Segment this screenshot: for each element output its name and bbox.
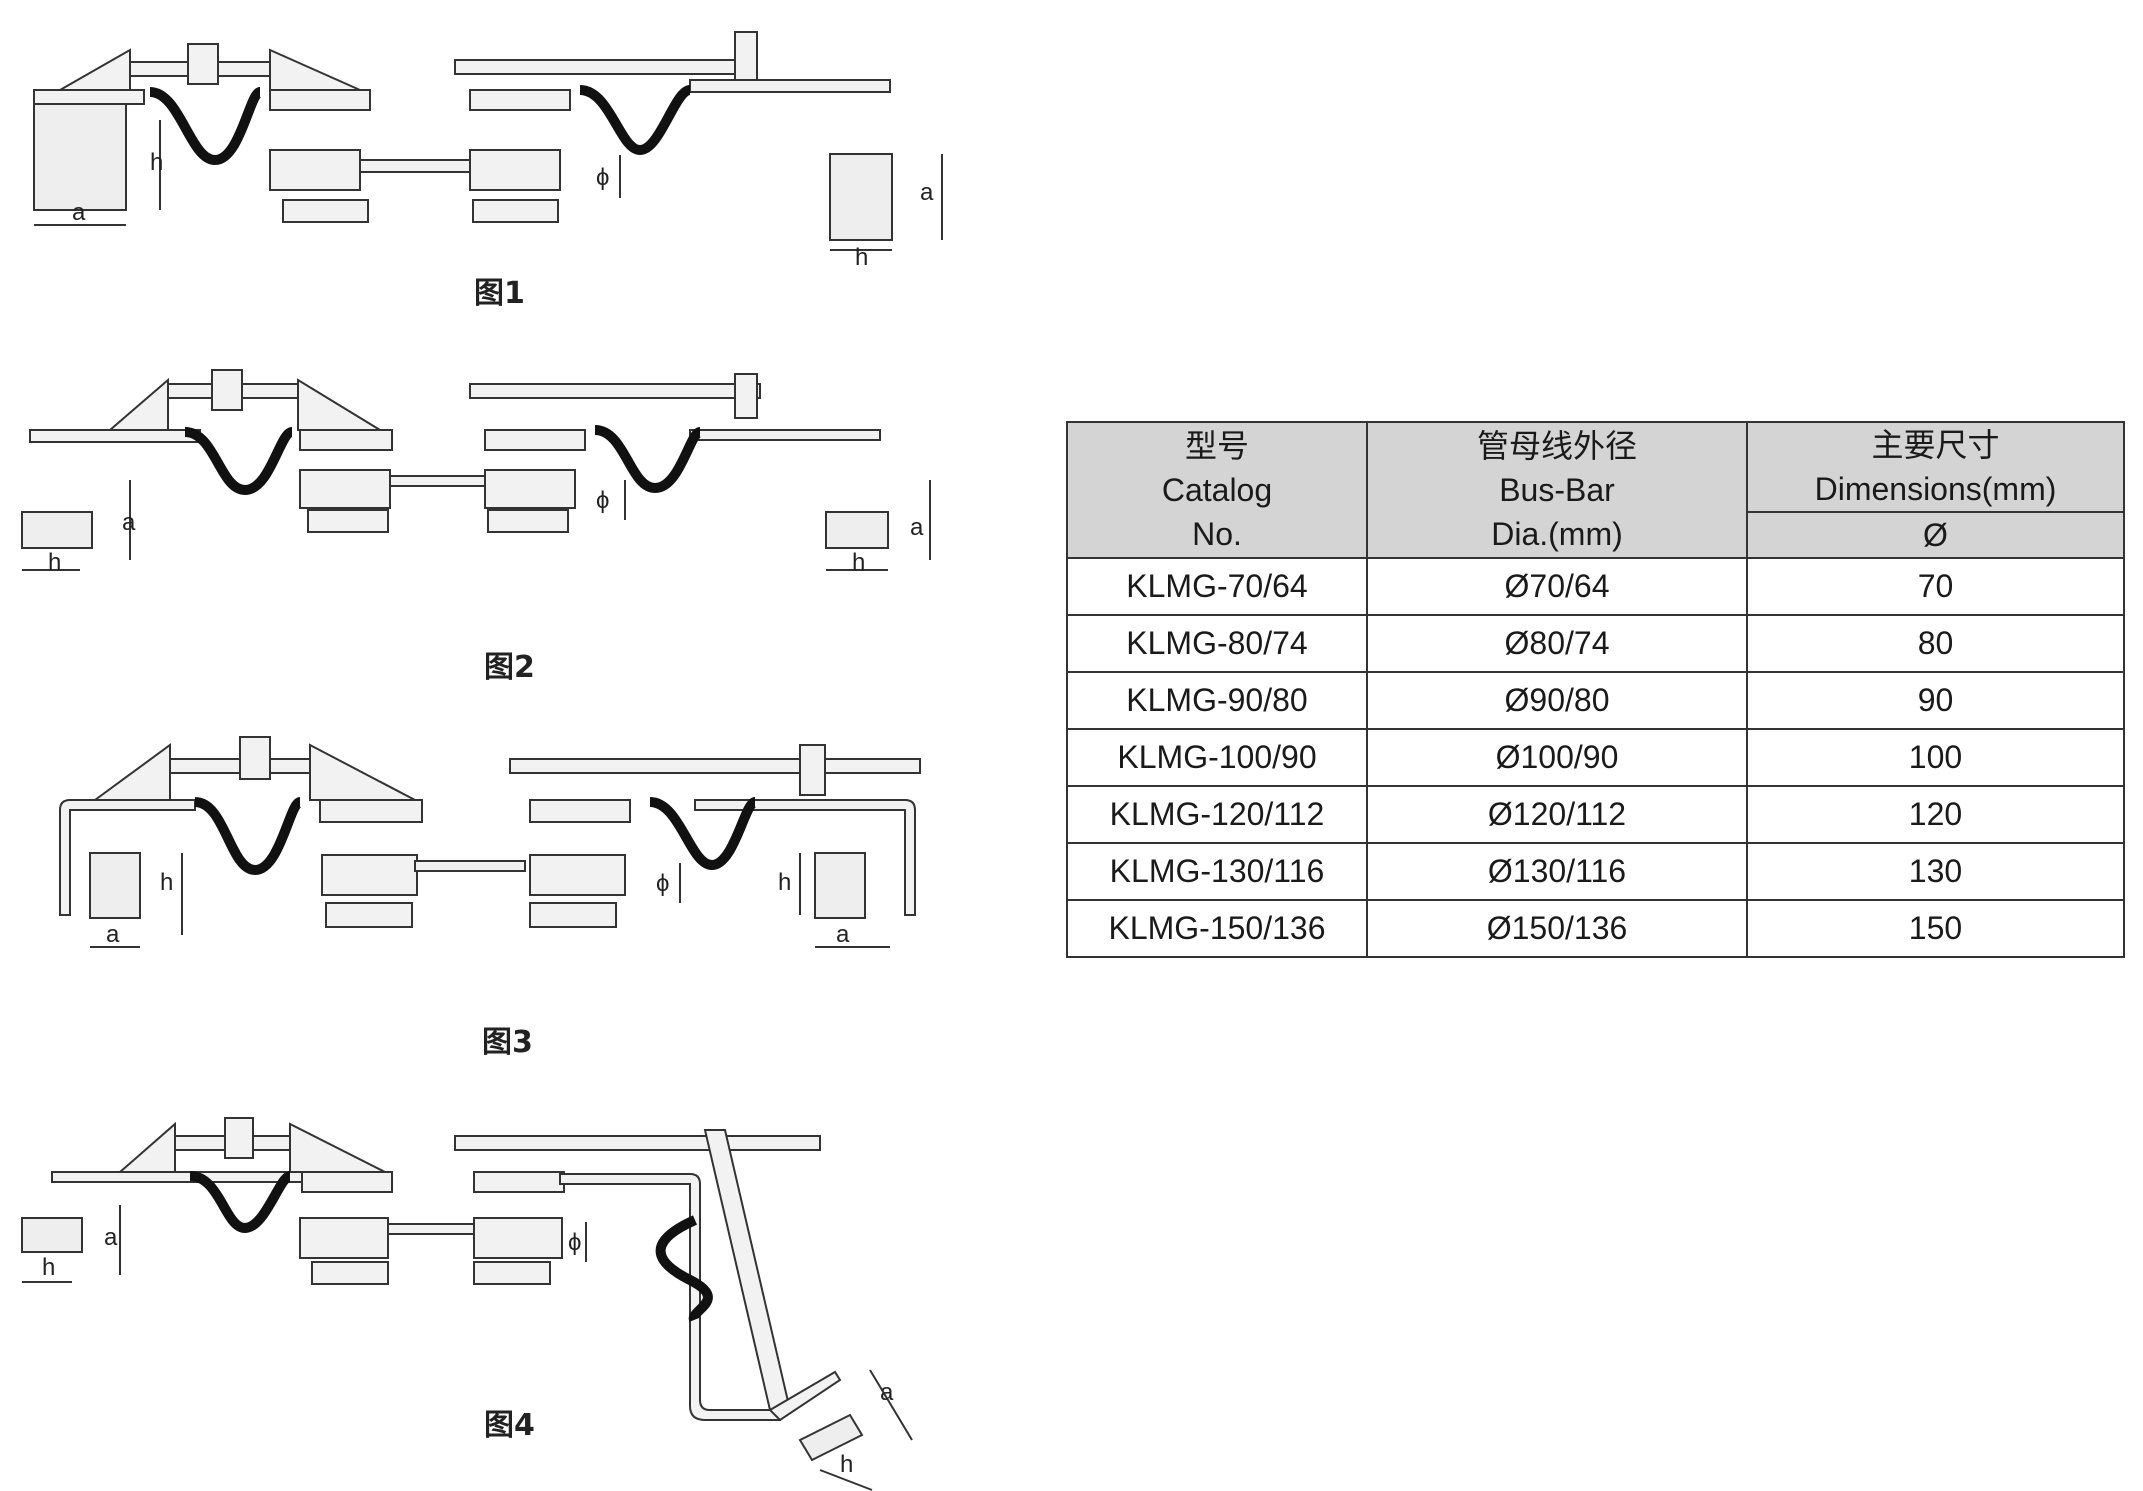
figure-1: a h ϕ a h 图1 [0,20,960,320]
fig2-a-right-label: a [910,514,924,541]
header-catalog-cn: 型号 [1184,428,1249,464]
cell-dim: 100 [1746,728,2125,787]
fig2-phi-label: ϕ [596,487,609,514]
figure-2-drawing: a h ϕ a h [21,369,931,576]
figure-3-drawing: a h ϕ a h [59,736,921,948]
header-catalog-en: Catalog [1161,472,1273,508]
fig3-a-left-label: a [106,921,120,948]
figure-2: a h ϕ a h 图2 [0,360,960,685]
cell-busbar: Ø80/74 [1366,614,1748,673]
fig2-a-left-label: a [122,509,136,536]
cell-busbar: Ø90/80 [1366,671,1748,730]
table-row: KLMG-120/112 Ø120/112 120 [1066,785,2125,844]
cell-catalog: KLMG-100/90 [1066,728,1368,787]
fig3-phi-label: ϕ [656,870,669,897]
figure-4-drawing: a h ϕ a h [21,1117,913,1491]
cell-dim: 70 [1746,557,2125,616]
cell-catalog: KLMG-80/74 [1066,614,1368,673]
header-dim-sub: Ø [1746,511,2125,559]
figure-3: a h ϕ a h 图3 [0,725,960,1065]
figure-1-drawing: a h ϕ a h [33,31,943,271]
figure-2-caption: 图2 [484,650,535,685]
figure-4-caption: 图4 [484,1408,535,1443]
spec-table: 型号 Catalog No. 管母线外径 Bus-Bar Dia.(mm) 主要… [1066,421,2125,958]
table-row: KLMG-80/74 Ø80/74 80 [1066,614,2125,673]
fig3-a-right-label: a [836,921,850,948]
fig4-phi-label: ϕ [568,1229,581,1256]
cell-catalog: KLMG-70/64 [1066,557,1368,616]
table-row: KLMG-130/116 Ø130/116 130 [1066,842,2125,901]
cell-busbar: Ø120/112 [1366,785,1748,844]
table-row: KLMG-90/80 Ø90/80 90 [1066,671,2125,730]
cell-dim: 120 [1746,785,2125,844]
header-catalog-no: No. [1192,516,1242,552]
fig1-h-right-label: h [855,244,868,271]
cell-catalog: KLMG-120/112 [1066,785,1368,844]
cell-busbar: Ø130/116 [1366,842,1748,901]
figure-1-caption: 图1 [474,276,525,311]
cell-busbar: Ø70/64 [1366,557,1748,616]
fig4-h-right-label: h [840,1451,853,1478]
cell-dim: 90 [1746,671,2125,730]
header-busbar-dia: Dia.(mm) [1491,516,1623,552]
fig1-phi-label: ϕ [596,164,609,191]
header-dimensions-en: Dimensions(mm) [1814,471,2057,507]
fig2-h-left-label: h [48,549,61,576]
cell-busbar: Ø150/136 [1366,899,1748,958]
fig1-a-right-label: a [920,179,934,206]
figure-3-caption: 图3 [482,1025,533,1060]
fig4-h-left-label: h [42,1254,55,1281]
cell-catalog: KLMG-130/116 [1066,842,1368,901]
header-dimensions-cn: 主要尺寸 [1871,427,2000,463]
cell-catalog: KLMG-150/136 [1066,899,1368,958]
table-row: KLMG-70/64 Ø70/64 70 [1066,557,2125,616]
header-dimensions: 主要尺寸 Dimensions(mm) [1746,421,2125,513]
fig4-a-left-label: a [104,1224,118,1251]
cell-dim: 150 [1746,899,2125,958]
header-busbar-cn: 管母线外径 [1476,428,1637,464]
cell-busbar: Ø100/90 [1366,728,1748,787]
fig1-h-left-label: h [150,149,163,176]
fig2-h-right-label: h [852,549,865,576]
cell-catalog: KLMG-90/80 [1066,671,1368,730]
fig3-h-right-label: h [778,869,791,896]
cell-dim: 80 [1746,614,2125,673]
header-busbar-en: Bus-Bar [1499,472,1615,508]
cell-dim: 130 [1746,842,2125,901]
header-busbar: 管母线外径 Bus-Bar Dia.(mm) [1366,421,1748,559]
figure-4: a h ϕ a h 图4 [0,1110,960,1491]
fig4-a-right-label: a [880,1379,894,1406]
fig3-h-left-label: h [160,869,173,896]
table-row: KLMG-100/90 Ø100/90 100 [1066,728,2125,787]
header-catalog: 型号 Catalog No. [1066,421,1368,559]
table-row: KLMG-150/136 Ø150/136 150 [1066,899,2125,958]
fig1-a-left-label: a [72,199,86,226]
